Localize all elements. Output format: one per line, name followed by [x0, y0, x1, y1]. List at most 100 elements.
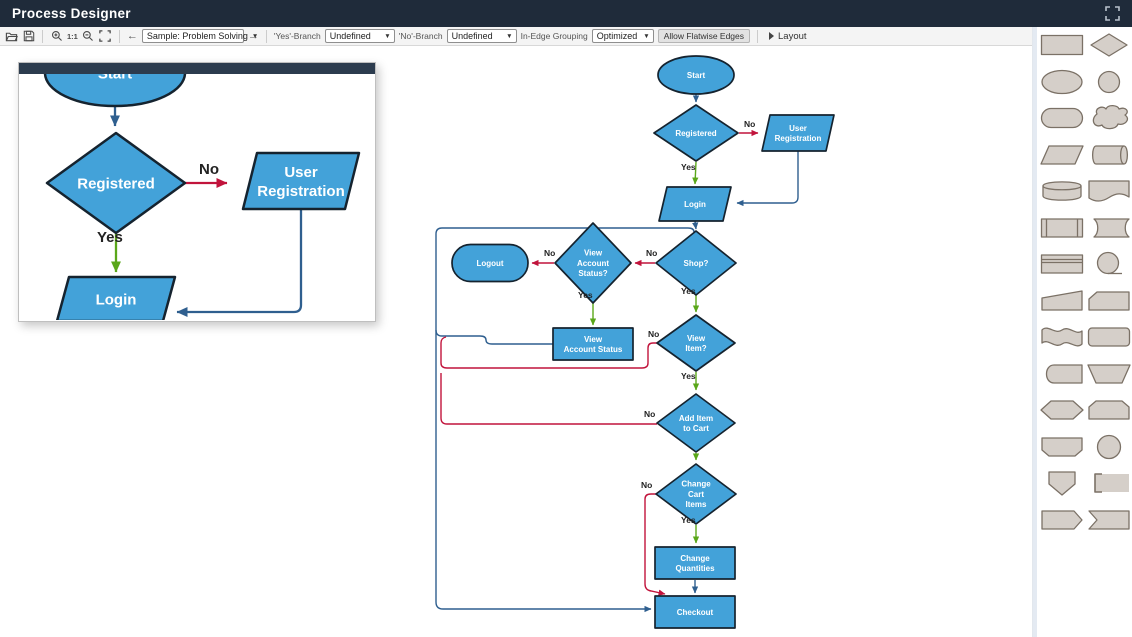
allow-flatwise-edges-button[interactable]: Allow Flatwise Edges	[657, 29, 751, 43]
in-edge-grouping-value: Optimized	[596, 31, 638, 41]
no-branch-label: 'No'-Branch	[398, 31, 443, 41]
node-label-logout: Logout	[476, 259, 503, 268]
edge-user-registration-login[interactable]	[736, 151, 799, 207]
yes-branch-label: 'Yes'-Branch	[273, 31, 321, 41]
palette-item-decision[interactable]	[1087, 31, 1131, 59]
node-registered[interactable]	[653, 104, 739, 162]
node-change-quantities[interactable]	[654, 546, 736, 580]
edge-add-item-no[interactable]	[440, 373, 657, 425]
edge-change-cart-no[interactable]	[644, 493, 666, 596]
palette-item-stored-data[interactable]	[1087, 214, 1131, 242]
node-user-registration[interactable]	[241, 151, 361, 211]
node-view-account-status[interactable]	[552, 327, 634, 361]
edge-to-checkout-left[interactable]	[435, 330, 652, 613]
fit-content-icon[interactable]	[99, 30, 112, 43]
yes-branch-select[interactable]: Undefined ▼	[324, 29, 395, 43]
edge-view-item-no[interactable]	[440, 336, 657, 369]
palette-item-user-message[interactable]	[1040, 506, 1084, 534]
decision-shape-icon	[1090, 33, 1128, 57]
yes-branch-value: Undefined	[329, 31, 371, 41]
layout-button[interactable]: Layout	[765, 31, 811, 42]
palette-item-alternate-process[interactable]	[1087, 323, 1131, 351]
direct-data-shape-icon	[1091, 144, 1129, 165]
user-message-shape-icon	[1041, 509, 1083, 530]
node-checkout[interactable]	[654, 595, 736, 629]
node-login[interactable]	[658, 186, 732, 222]
palette-item-predefined-process[interactable]	[1040, 214, 1084, 242]
edge-registered-yes[interactable]	[692, 161, 699, 185]
palette-item-circle[interactable]	[1087, 68, 1131, 96]
node-registered[interactable]	[45, 131, 187, 235]
palette-item-loop-limit[interactable]	[1087, 396, 1131, 424]
loop-limit-end-shape-icon	[1041, 436, 1083, 457]
edge-label-shop-yes: Yes	[681, 286, 696, 296]
node-start[interactable]	[657, 55, 735, 95]
palette-item-terminator[interactable]	[1040, 104, 1084, 132]
next-sample-button[interactable]: →	[247, 29, 259, 42]
palette-item-sequential-data[interactable]	[1087, 250, 1131, 278]
fullscreen-icon[interactable]	[1105, 6, 1120, 21]
node-add-item[interactable]	[656, 393, 736, 453]
sample-select-value: Sample: Problem Solving	[146, 31, 248, 41]
palette-item-annotation[interactable]	[1087, 469, 1131, 497]
palette-item-off-page-reference[interactable]	[1040, 469, 1084, 497]
edge-label-change-cart-yes: Yes	[681, 515, 696, 525]
zoom-out-icon[interactable]	[82, 30, 95, 43]
in-edge-grouping-label: In-Edge Grouping	[520, 31, 588, 41]
save-icon[interactable]	[22, 30, 35, 43]
preparation-shape-icon	[1040, 400, 1084, 420]
palette-item-process[interactable]	[1040, 31, 1084, 59]
edge-user-registration-login[interactable]	[176, 209, 303, 317]
palette-item-loop-limit-end[interactable]	[1040, 433, 1084, 461]
palette-item-internal-storage[interactable]	[1040, 250, 1084, 278]
delay-shape-icon	[1045, 363, 1083, 384]
palette-item-data[interactable]	[1040, 141, 1084, 169]
toolbar-separator	[118, 29, 120, 43]
palette-item-paper-tape[interactable]	[1040, 323, 1084, 351]
manual-operation-shape-icon	[1087, 363, 1131, 384]
palette-item-document[interactable]	[1087, 177, 1131, 205]
node-shop[interactable]	[655, 230, 737, 296]
edge-label-registered-no: No	[744, 119, 755, 129]
zoom-in-icon[interactable]	[50, 30, 63, 43]
palette-item-preparation[interactable]	[1040, 396, 1084, 424]
palette-item-database[interactable]	[1040, 177, 1084, 205]
palette-item-ellipse[interactable]	[1040, 68, 1084, 96]
annotation-shape-icon	[1094, 473, 1129, 493]
in-edge-grouping-select[interactable]: Optimized ▼	[591, 29, 654, 43]
palette-item-cloud[interactable]	[1087, 104, 1131, 132]
node-label-registered: Registered	[77, 175, 155, 192]
preview-canvas: StartRegisteredUserRegistrationLoginNoYe…	[43, 38, 361, 323]
no-branch-select[interactable]: Undefined ▼	[446, 29, 517, 43]
preview-panel[interactable]: StartRegisteredUserRegistrationLoginNoYe…	[18, 38, 376, 323]
node-user-registration[interactable]	[761, 114, 835, 152]
palette-item-direct-data[interactable]	[1087, 141, 1131, 169]
palette-item-on-page-reference[interactable]	[1087, 433, 1131, 461]
network-message-shape-icon	[1088, 509, 1130, 530]
document-shape-icon	[1088, 180, 1130, 202]
palette-item-card[interactable]	[1087, 287, 1131, 315]
node-view-item[interactable]	[656, 314, 736, 372]
sample-select[interactable]: Sample: Problem Solving ▼	[141, 29, 258, 43]
previous-sample-button[interactable]: ←	[126, 29, 138, 42]
zoom-1-1-icon[interactable]: 1:1	[67, 31, 78, 41]
edge-return-to-shop[interactable]	[435, 227, 695, 345]
palette-item-delay[interactable]	[1040, 360, 1084, 388]
terminator-shape-icon	[1040, 107, 1084, 129]
card-shape-icon	[1088, 290, 1130, 311]
edge-login-shop[interactable]	[692, 220, 699, 230]
node-logout[interactable]	[451, 243, 529, 283]
palette-item-manual-operation[interactable]	[1087, 360, 1131, 388]
sequential-data-shape-icon	[1096, 251, 1122, 275]
node-view-account-status-q[interactable]	[554, 222, 632, 304]
node-change-cart-items[interactable]	[655, 463, 737, 525]
open-icon[interactable]	[5, 30, 18, 43]
on-page-reference-shape-icon	[1096, 434, 1122, 459]
palette-item-network-message[interactable]	[1087, 506, 1131, 534]
palette-item-manual-input[interactable]	[1040, 287, 1084, 315]
